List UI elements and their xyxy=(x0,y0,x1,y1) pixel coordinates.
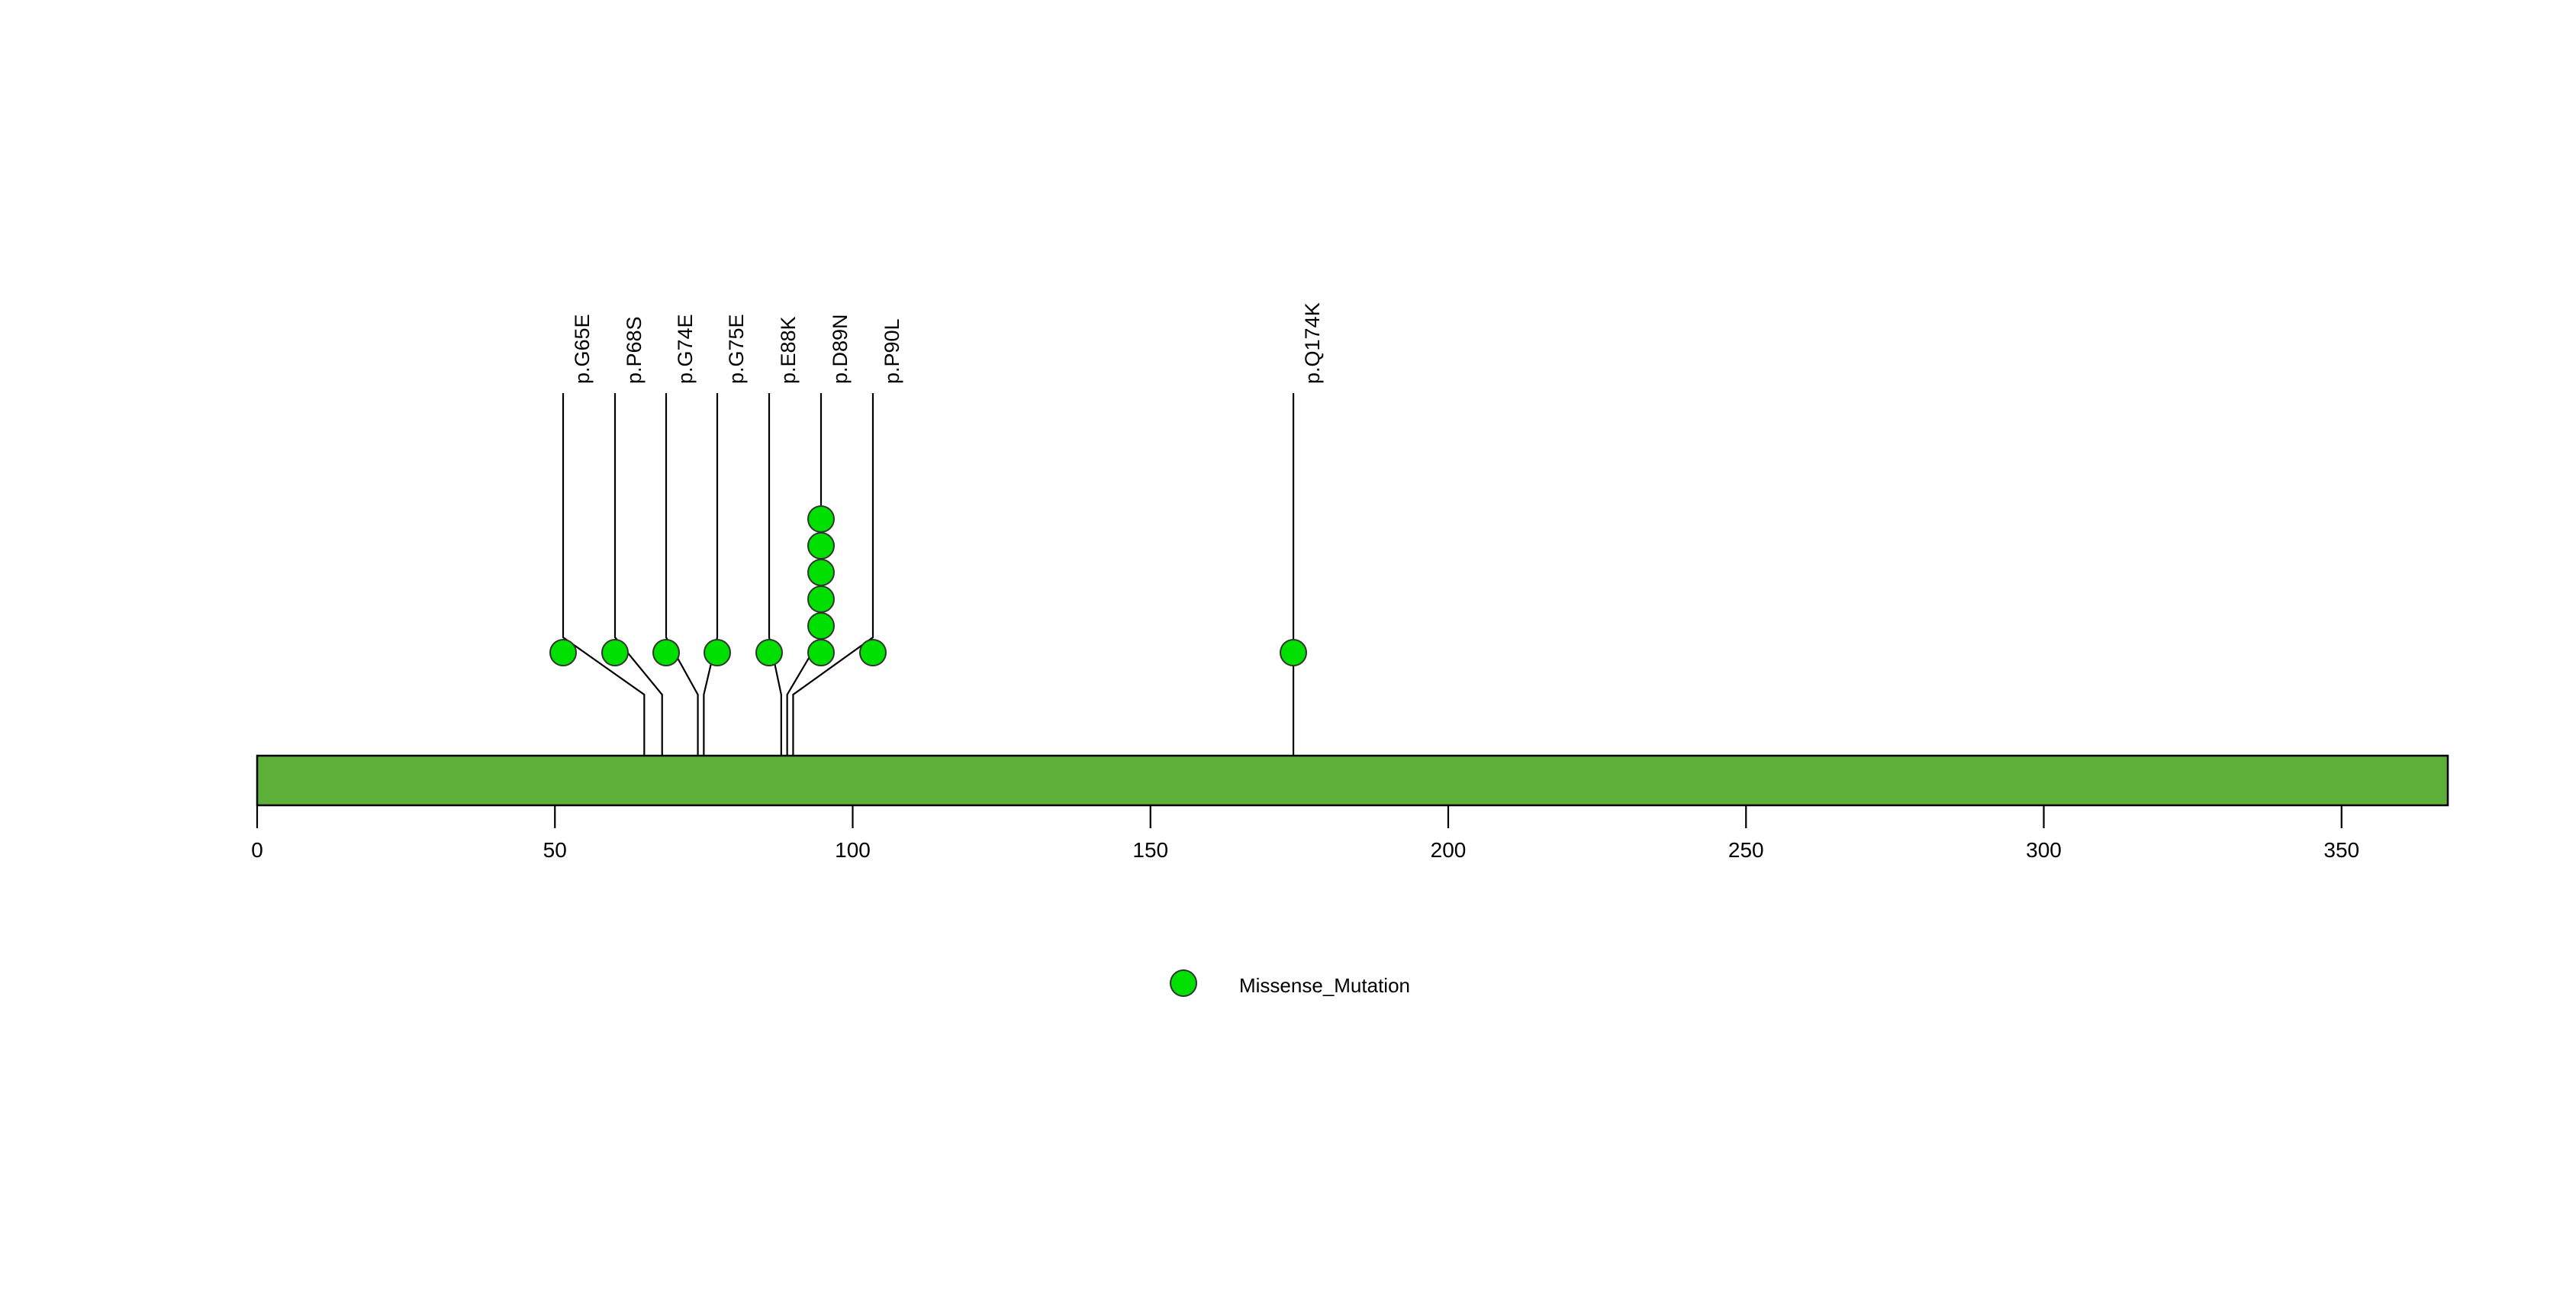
mutation-marker-circle[interactable] xyxy=(807,532,835,560)
legend-swatch-circle[interactable] xyxy=(1170,969,1197,997)
mutation-marker-circle[interactable] xyxy=(807,639,835,666)
axis-tick-label: 0 xyxy=(251,838,263,862)
mutation-marker-circle[interactable] xyxy=(1280,639,1307,666)
lollipop-stem xyxy=(665,393,699,805)
mutation-label: p.Q174K xyxy=(1301,302,1324,384)
mutation-label: p.E88K xyxy=(777,316,800,384)
mutation-marker-circle[interactable] xyxy=(549,639,577,666)
axis-tick-label: 100 xyxy=(835,838,871,862)
axis-tick-label: 50 xyxy=(543,838,567,862)
mutation-label: p.P68S xyxy=(623,316,646,384)
mutation-label: p.G75E xyxy=(725,314,748,384)
lollipop-stem xyxy=(613,393,663,805)
lollipop-stem xyxy=(562,393,646,805)
lollipop-stems-group xyxy=(562,393,1295,805)
axis-tick-label: 350 xyxy=(2323,838,2360,862)
protein-backbone-group xyxy=(256,754,2449,807)
legend-marker-group xyxy=(1170,969,1197,997)
lollipop-stem xyxy=(703,393,719,805)
lollipop-stem xyxy=(792,393,874,805)
mutation-marker-circle[interactable] xyxy=(807,612,835,640)
mutation-marker-circle[interactable] xyxy=(807,559,835,586)
axis-tick-label: 200 xyxy=(1430,838,1467,862)
mutation-label: p.D89N xyxy=(829,314,852,384)
axis-ticks-group xyxy=(256,805,2343,828)
axis-tick-label: 300 xyxy=(2026,838,2062,862)
mutation-marker-circle[interactable] xyxy=(807,505,835,533)
mutation-marker-circle[interactable] xyxy=(859,639,887,666)
mutation-label: p.G65E xyxy=(571,314,594,384)
axis-tick-label: 250 xyxy=(1728,838,1764,862)
mutation-marker-circle[interactable] xyxy=(652,639,680,666)
mutation-marker-circle[interactable] xyxy=(601,639,629,666)
protein-backbone-bar xyxy=(256,754,2449,807)
mutation-label: p.P90L xyxy=(881,318,903,384)
mutation-marker-circle[interactable] xyxy=(704,639,731,666)
axis-tick-label: 150 xyxy=(1132,838,1169,862)
mutation-label: p.G74E xyxy=(674,314,697,384)
legend-entry-label: Missense_Mutation xyxy=(1239,974,1410,997)
mutation-marker-circle[interactable] xyxy=(755,639,783,666)
mutation-marker-circle[interactable] xyxy=(807,585,835,613)
lollipop-stem xyxy=(768,393,782,805)
lollipop-markers-group xyxy=(549,505,1307,666)
